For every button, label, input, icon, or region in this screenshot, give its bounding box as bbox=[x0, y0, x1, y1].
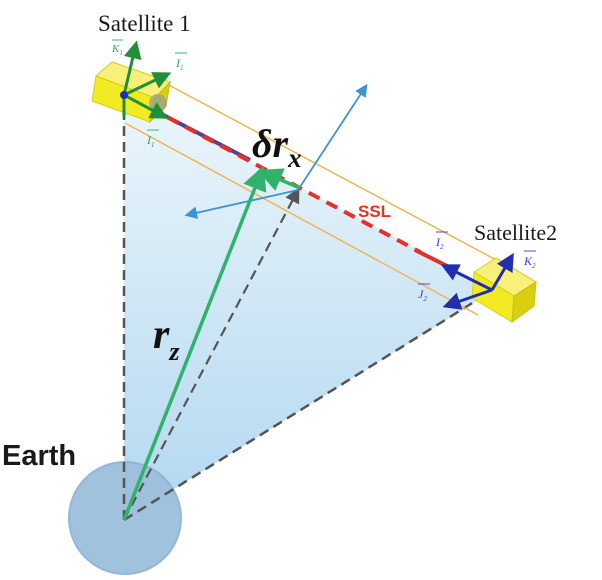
satellite2-label: Satellite2 bbox=[474, 220, 557, 245]
ssl-red-dashed-segment bbox=[149, 106, 421, 254]
sat1-I-top-label: I1 bbox=[175, 56, 184, 72]
orbital-plane-triangle bbox=[124, 95, 495, 520]
sat1-K-label: K1 bbox=[111, 43, 123, 57]
delta-r-sub: x bbox=[287, 143, 302, 173]
sat2-J-sub: 2 bbox=[423, 295, 427, 303]
sat2-K-label: K2 bbox=[523, 254, 536, 270]
sat2-J-letter: J bbox=[418, 287, 424, 301]
r-sub: z bbox=[168, 337, 180, 366]
earth-to-satellite2-dashed-line bbox=[123, 290, 491, 522]
satellite1-K-vector bbox=[122, 40, 142, 96]
satellite1-I-bottom-vector bbox=[123, 93, 169, 119]
satellite1-dot bbox=[120, 91, 128, 99]
ssl-label: SSL bbox=[358, 202, 391, 221]
sat1-I-bottom-letter: I bbox=[146, 133, 152, 147]
satellite2-K-vector bbox=[490, 252, 514, 291]
earth-label: Earth bbox=[2, 440, 76, 472]
rz-vector bbox=[122, 165, 267, 521]
earth-to-ssl-point-dashed-arrow bbox=[123, 187, 300, 521]
satellite1-I-top-vector bbox=[123, 72, 172, 97]
sat2-K-letter: K bbox=[523, 254, 533, 268]
delta-r-green-vector bbox=[257, 168, 301, 191]
light-blue-vector-up bbox=[297, 83, 368, 191]
satellite2-J-vector bbox=[442, 288, 493, 310]
lower-orange-link-line bbox=[124, 122, 479, 316]
satellite2-I-vector bbox=[440, 264, 493, 292]
sat1-I-bottom-sub: 1 bbox=[151, 141, 155, 149]
delta-r-x-label: δrx bbox=[252, 121, 302, 173]
sat1-I-bottom-label: I1 bbox=[146, 133, 155, 149]
r-main: r bbox=[153, 312, 170, 358]
sat2-I-label: I2 bbox=[435, 235, 444, 251]
sat2-J-label: J2 bbox=[418, 287, 427, 303]
light-blue-vector-left bbox=[184, 189, 299, 219]
sat1-I-top-sub: 1 bbox=[180, 64, 184, 72]
sat2-I-sub: 2 bbox=[440, 243, 444, 251]
delta-r-main: δr bbox=[252, 121, 288, 166]
satellite1-label: Satellite 1 bbox=[98, 11, 191, 36]
sat1-K-sub: 1 bbox=[119, 49, 123, 57]
sat1-K-letter: K bbox=[111, 43, 120, 55]
r-z-label: rz bbox=[153, 312, 180, 366]
sat2-I-letter: I bbox=[435, 235, 441, 249]
upper-orange-link-line bbox=[149, 74, 501, 263]
sat2-K-sub: 2 bbox=[532, 262, 536, 270]
sat1-I-top-letter: I bbox=[175, 56, 181, 70]
